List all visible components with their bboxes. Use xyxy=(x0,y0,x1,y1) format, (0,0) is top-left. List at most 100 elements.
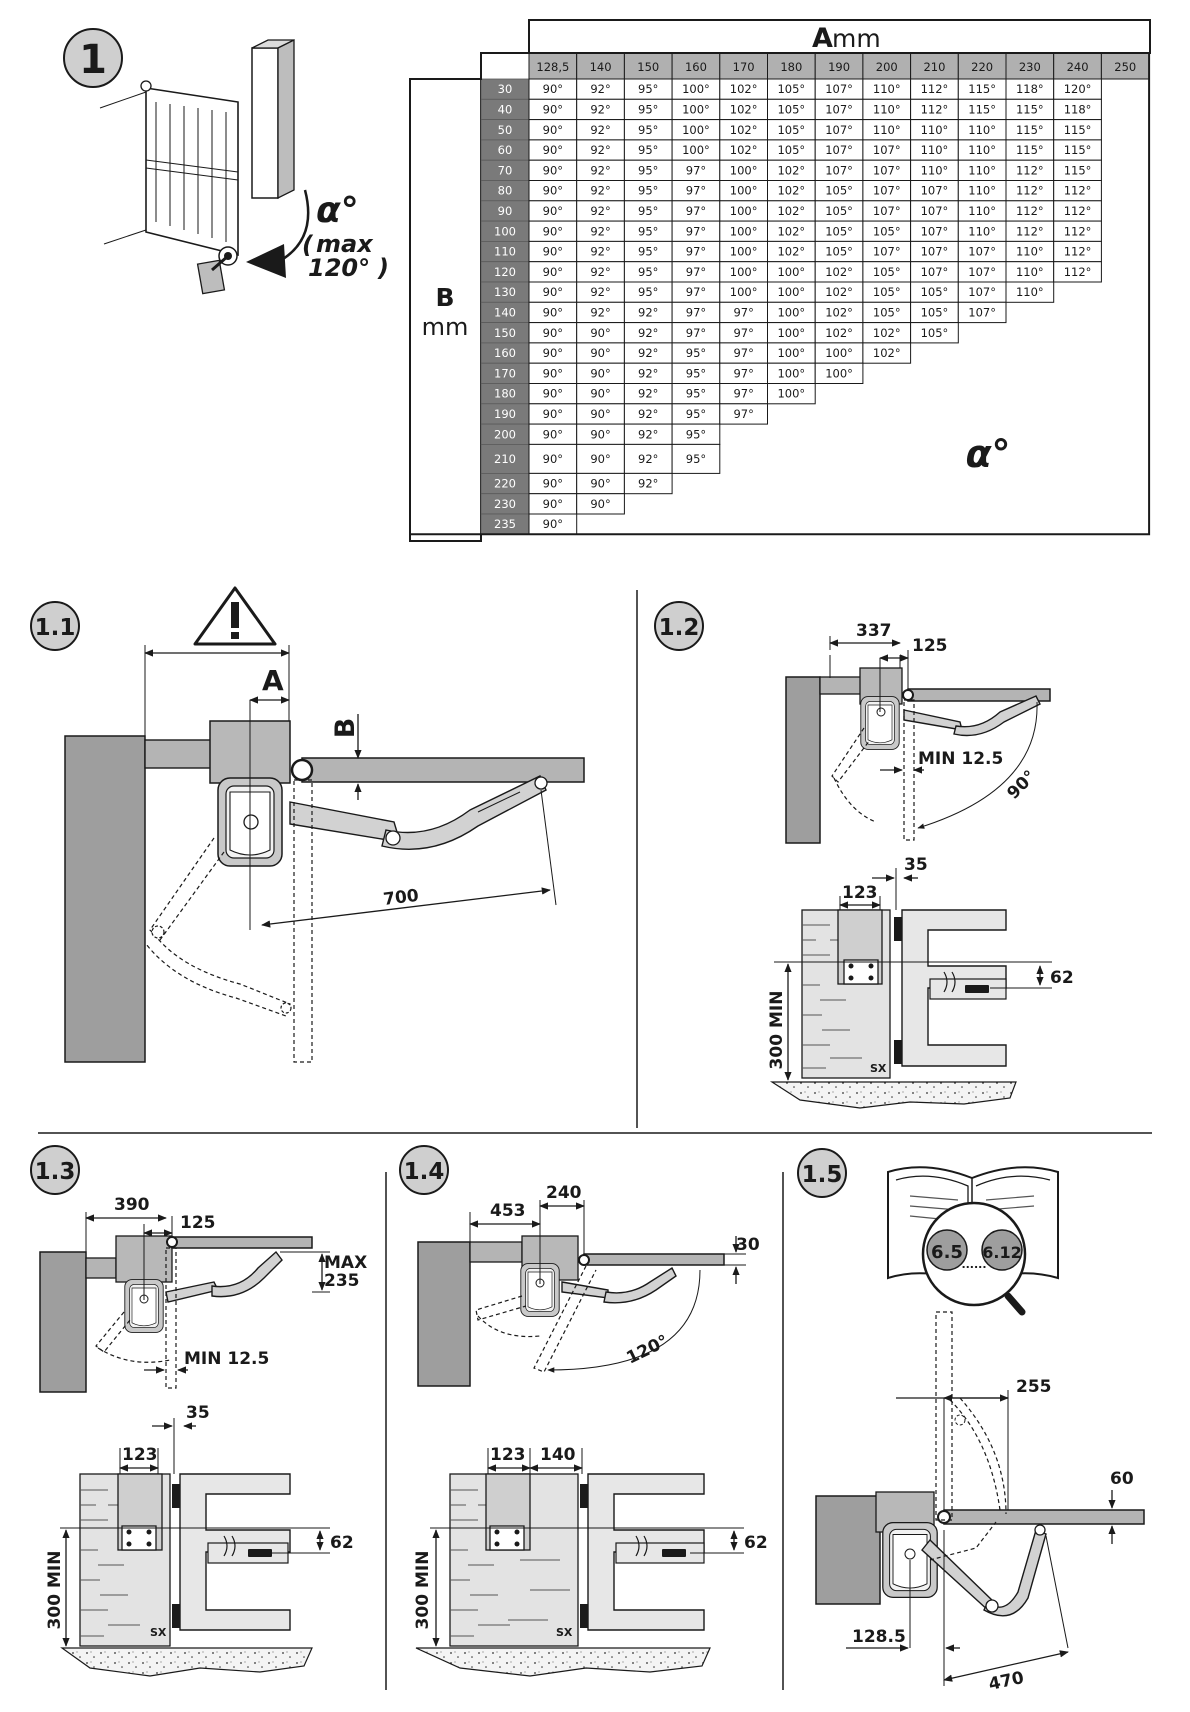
table-cell-value: 110° xyxy=(968,204,996,218)
table-cell-value: 100° xyxy=(730,224,758,238)
table-cell-value: 100° xyxy=(730,204,758,218)
table-cell-value: 90° xyxy=(543,387,563,401)
table-cell-value: 112° xyxy=(1016,204,1044,218)
table-cell-value: 100° xyxy=(777,387,805,401)
figure-1-4: 1.4 120° 453 240 30 xyxy=(399,1145,768,1677)
table-cell-value: 92° xyxy=(590,265,610,279)
table-column-header-cell xyxy=(623,52,673,80)
table-cell-value: 92° xyxy=(590,82,610,96)
table-cell-value: 90° xyxy=(590,452,610,466)
table-cell xyxy=(576,443,625,474)
table-cell-value: 92° xyxy=(590,224,610,238)
dim-140-label: 140 xyxy=(540,1445,576,1465)
dim-300-label: 300 MIN xyxy=(767,991,787,1070)
table-cell-value: 90° xyxy=(590,346,610,360)
table-cell-value: 118° xyxy=(1064,102,1092,116)
table-cell-value: 107° xyxy=(921,265,949,279)
table-cell-value: 90° xyxy=(590,497,610,511)
table-row-header: 50 xyxy=(498,123,513,137)
table-cell-value: 110° xyxy=(968,123,996,137)
table-a-unit: mm xyxy=(832,24,881,53)
table-cell-value: 97° xyxy=(686,184,706,198)
table-cell-value: 110° xyxy=(968,224,996,238)
table-cell-value: 92° xyxy=(638,407,658,421)
table-cell-value: 112° xyxy=(1064,265,1092,279)
table-cell-value: 97° xyxy=(686,224,706,238)
table-cell-value: 105° xyxy=(921,305,949,319)
gate-pillar xyxy=(251,47,279,199)
table-cell-value: 95° xyxy=(638,245,658,259)
table-cell-value: 102° xyxy=(873,326,901,340)
table-cell-value: 100° xyxy=(730,285,758,299)
table-column-header-cell xyxy=(1100,52,1150,80)
table-cell-value: 105° xyxy=(873,285,901,299)
table-cell-value: 107° xyxy=(968,245,996,259)
table-cell-value: 95° xyxy=(638,163,658,177)
table-cell-value: 105° xyxy=(777,123,805,137)
table-cell-value: 102° xyxy=(777,163,805,177)
table-cell-value: 110° xyxy=(873,123,901,137)
table-cell-value: 95° xyxy=(686,452,706,466)
table-cell-value: 100° xyxy=(730,265,758,279)
table-cell-value: 90° xyxy=(590,387,610,401)
sx-label: SX xyxy=(150,1626,167,1639)
table-cell xyxy=(528,443,578,474)
table-cell-value: 105° xyxy=(873,224,901,238)
table-cell-value: 112° xyxy=(1016,224,1044,238)
swing-arrow-icon xyxy=(246,244,286,278)
table-cell-value: 97° xyxy=(686,265,706,279)
figure-1: 1 α° ( max 120° ) xyxy=(63,28,389,295)
figure-badge-label: 1.4 xyxy=(404,1159,445,1185)
table-column-header-cell xyxy=(910,52,959,80)
table-cell xyxy=(671,443,721,474)
table-alpha-label: α° xyxy=(965,432,1010,476)
table-cell-value: 97° xyxy=(686,285,706,299)
table-cell-value: 95° xyxy=(638,143,658,157)
table-row-header: 160 xyxy=(494,346,516,360)
table-cell-value: 102° xyxy=(777,184,805,198)
table-cell-value: 110° xyxy=(1016,265,1044,279)
table-cell-value: 92° xyxy=(590,184,610,198)
table-cell-value: 105° xyxy=(825,245,853,259)
figure-badge xyxy=(30,1145,80,1195)
table-row-header: 110 xyxy=(494,245,516,259)
table-column-header: 160 xyxy=(685,60,707,74)
table-cell-value: 105° xyxy=(777,82,805,96)
dim-123-label: 123 xyxy=(490,1445,526,1465)
figure-badge-label: 1.3 xyxy=(35,1159,76,1185)
table-cell-value: 115° xyxy=(1016,102,1044,116)
table-cell-value: 107° xyxy=(873,204,901,218)
table-b-letter: B xyxy=(435,283,454,312)
table-cell-value: 105° xyxy=(921,326,949,340)
table-cell-value: 97° xyxy=(686,305,706,319)
table-row-header: 200 xyxy=(494,427,516,441)
table-cell-value: 90° xyxy=(543,265,563,279)
angle-90-label: 90° xyxy=(1003,767,1040,804)
table-frame xyxy=(409,52,1151,536)
table-cell-value: 107° xyxy=(873,184,901,198)
table-cell-value: 107° xyxy=(873,163,901,177)
table-cell-value: 107° xyxy=(825,82,853,96)
table-column-header: 220 xyxy=(971,60,993,74)
table-cell-value: 107° xyxy=(825,163,853,177)
dim-390-label: 390 xyxy=(114,1195,150,1215)
table-cell-value: 90° xyxy=(543,517,563,531)
table-cell xyxy=(1053,261,1102,283)
pillar xyxy=(64,735,146,1063)
table-column-header: 170 xyxy=(733,60,755,74)
table-row-header: 70 xyxy=(498,163,513,177)
table-cell-value: 102° xyxy=(730,143,758,157)
table-cell xyxy=(623,472,673,495)
table-cell-value: 115° xyxy=(1016,143,1044,157)
table-cell-value: 90° xyxy=(543,407,563,421)
table-row-header: 235 xyxy=(494,517,516,531)
manual-reference-icon: 6.5 6.12 ...... xyxy=(887,1166,1059,1316)
table-column-header-cell xyxy=(814,52,864,80)
table-row-header: 210 xyxy=(494,452,516,466)
gate-leaf xyxy=(145,87,239,257)
table-row-header: 40 xyxy=(498,102,513,116)
table-cell-value: 107° xyxy=(825,102,853,116)
table-row-header: 130 xyxy=(494,285,516,299)
